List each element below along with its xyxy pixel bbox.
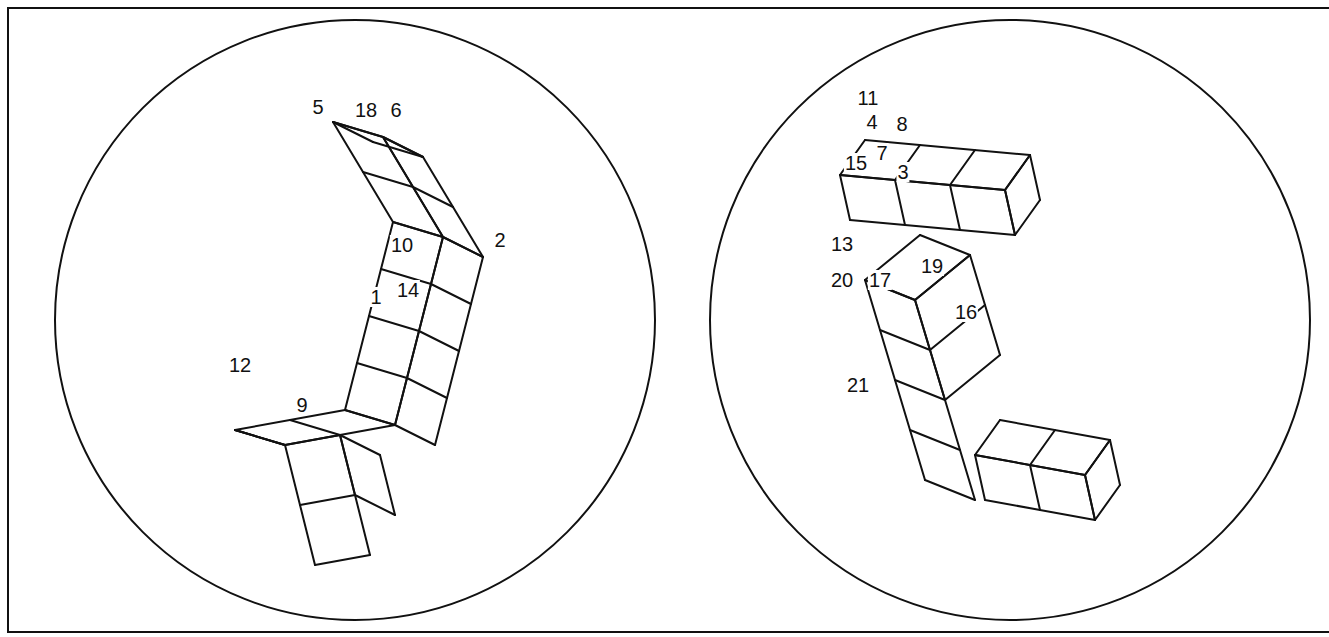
cube-edge <box>925 480 975 500</box>
cube-edge <box>340 435 355 495</box>
cube-figures <box>235 122 1120 565</box>
cube-edge <box>345 410 395 425</box>
cube-edge <box>413 187 453 207</box>
cube-edge <box>1005 190 1015 235</box>
cube-edge <box>840 175 1005 190</box>
cube-edge <box>345 410 395 425</box>
cube-edge <box>395 425 435 445</box>
cube-edge <box>235 430 285 445</box>
cube-edge <box>373 142 423 157</box>
cube-edge <box>880 330 930 350</box>
view-circle <box>55 20 655 620</box>
cube-edge <box>300 495 355 505</box>
cube-edge <box>333 122 383 137</box>
callout-number: 8 <box>895 114 908 134</box>
cube-edge <box>950 150 975 185</box>
callout-number: 1 <box>369 287 382 307</box>
cube-edge <box>975 455 985 500</box>
cube-edge <box>235 430 285 445</box>
cube-edge <box>1095 485 1120 520</box>
cube-edge <box>1030 430 1055 465</box>
cube-edge <box>1085 440 1110 475</box>
callout-number: 21 <box>846 375 870 395</box>
cube-edge <box>1030 155 1040 200</box>
cube-edge <box>850 220 1015 235</box>
callout-number: 3 <box>896 162 909 182</box>
cube-edge <box>910 430 960 450</box>
cube-edge <box>235 410 345 430</box>
cube-edge <box>1015 200 1040 235</box>
cube-edge <box>975 455 1085 475</box>
cube-edge <box>235 430 285 445</box>
cube-edge <box>1110 440 1120 485</box>
cube-edge <box>1085 475 1095 520</box>
callout-number: 14 <box>396 280 420 300</box>
callout-number: 5 <box>311 97 324 117</box>
cube-edge <box>945 355 1000 400</box>
cube-edge <box>355 495 395 515</box>
cube-edge <box>1030 465 1040 510</box>
view-circle <box>710 20 1310 620</box>
cube-edge <box>840 175 850 220</box>
cube-edge <box>357 363 407 378</box>
cube-edge <box>840 175 1005 190</box>
cube-edge <box>1085 475 1095 520</box>
cube-edge <box>1005 190 1015 235</box>
cube-edge <box>1005 155 1030 190</box>
cube-edge <box>315 555 370 565</box>
callout-number: 13 <box>830 234 854 254</box>
callout-number: 11 <box>857 88 880 108</box>
cube-edge <box>380 455 395 515</box>
callout-number: 9 <box>295 395 308 415</box>
cube-edge <box>985 500 1095 520</box>
cube-edge <box>975 455 1085 475</box>
cube-edge <box>915 255 970 300</box>
callout-number: 18 <box>354 100 378 120</box>
frame <box>8 8 1329 632</box>
cube-edge <box>431 284 471 304</box>
cube-edge <box>1085 440 1110 475</box>
cube-edge <box>443 237 483 257</box>
cube-edge <box>915 255 970 300</box>
callout-number: 15 <box>844 153 868 173</box>
callout-number: 2 <box>493 230 506 250</box>
cube-edge <box>920 235 970 255</box>
callout-number: 7 <box>875 143 888 163</box>
cube-edge <box>865 140 1030 155</box>
callout-number: 12 <box>228 355 252 375</box>
cube-edge <box>290 420 340 435</box>
callout-number: 16 <box>954 302 978 322</box>
cube-edge <box>1000 420 1110 440</box>
cube-edge <box>950 185 960 230</box>
cube-edge <box>419 331 459 351</box>
callout-number: 19 <box>920 256 944 276</box>
cube-edge <box>285 435 340 445</box>
cube-edge <box>1005 155 1030 190</box>
cube-edge <box>340 435 380 455</box>
cube-edge <box>895 380 945 400</box>
cube-edge <box>407 378 447 398</box>
callout-number: 6 <box>389 100 402 120</box>
cube-edge <box>895 180 905 225</box>
callout-number: 10 <box>390 235 414 255</box>
cube-edge <box>975 420 1000 455</box>
callout-number: 20 <box>830 270 854 290</box>
callout-number: 17 <box>868 270 892 290</box>
callout-number: 4 <box>865 112 878 132</box>
cube-edge <box>369 316 419 331</box>
